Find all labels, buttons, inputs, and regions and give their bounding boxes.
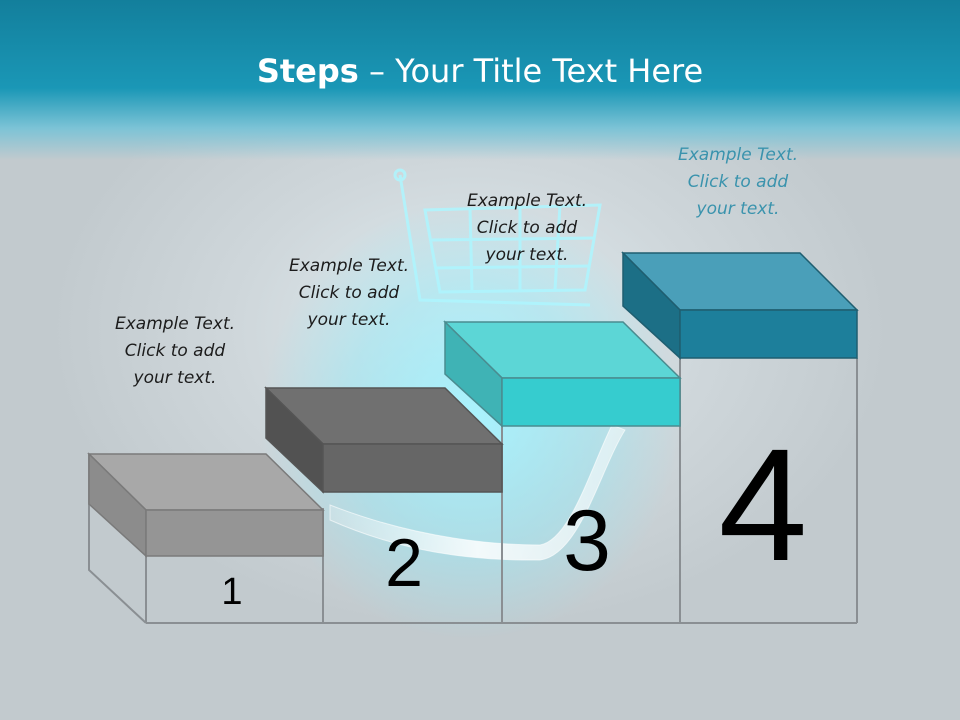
step-number-4: 4	[719, 415, 808, 594]
step-block-4[interactable]	[621, 251, 859, 360]
header-band	[0, 0, 960, 160]
caption-line: your text.	[133, 368, 217, 388]
title-bold: Steps	[256, 52, 359, 90]
caption-line: your text.	[307, 310, 391, 330]
step-caption-2[interactable]: Example Text. Click to add your text.	[264, 253, 434, 334]
step-block-3[interactable]	[443, 320, 682, 428]
step-block-1[interactable]	[87, 452, 325, 558]
step-caption-4[interactable]: Example Text. Click to add your text.	[653, 142, 823, 223]
step-number-3: 3	[563, 493, 611, 589]
title-rest: – Your Title Text Here	[358, 52, 704, 90]
caption-line: Example Text.	[114, 314, 236, 334]
slide-title[interactable]: Steps – Your Title Text Here	[0, 52, 960, 90]
caption-line: your text.	[696, 199, 780, 219]
step-block-2[interactable]	[264, 386, 504, 494]
caption-line: Click to add	[124, 341, 226, 361]
caption-line: Example Text.	[677, 145, 799, 165]
caption-line: Click to add	[298, 283, 400, 303]
ribbon-curve	[329, 424, 626, 561]
caption-line: Example Text.	[288, 256, 410, 276]
shopping-cart-icon	[393, 168, 602, 307]
step-caption-3[interactable]: Example Text. Click to add your text.	[442, 188, 612, 269]
caption-line: Click to add	[687, 172, 789, 192]
caption-line: your text.	[485, 245, 569, 265]
step-number-2: 2	[385, 525, 423, 601]
step-number-1: 1	[221, 571, 242, 613]
caption-line: Example Text.	[466, 191, 588, 211]
caption-line: Click to add	[476, 218, 578, 238]
step-caption-1[interactable]: Example Text. Click to add your text.	[90, 311, 260, 392]
